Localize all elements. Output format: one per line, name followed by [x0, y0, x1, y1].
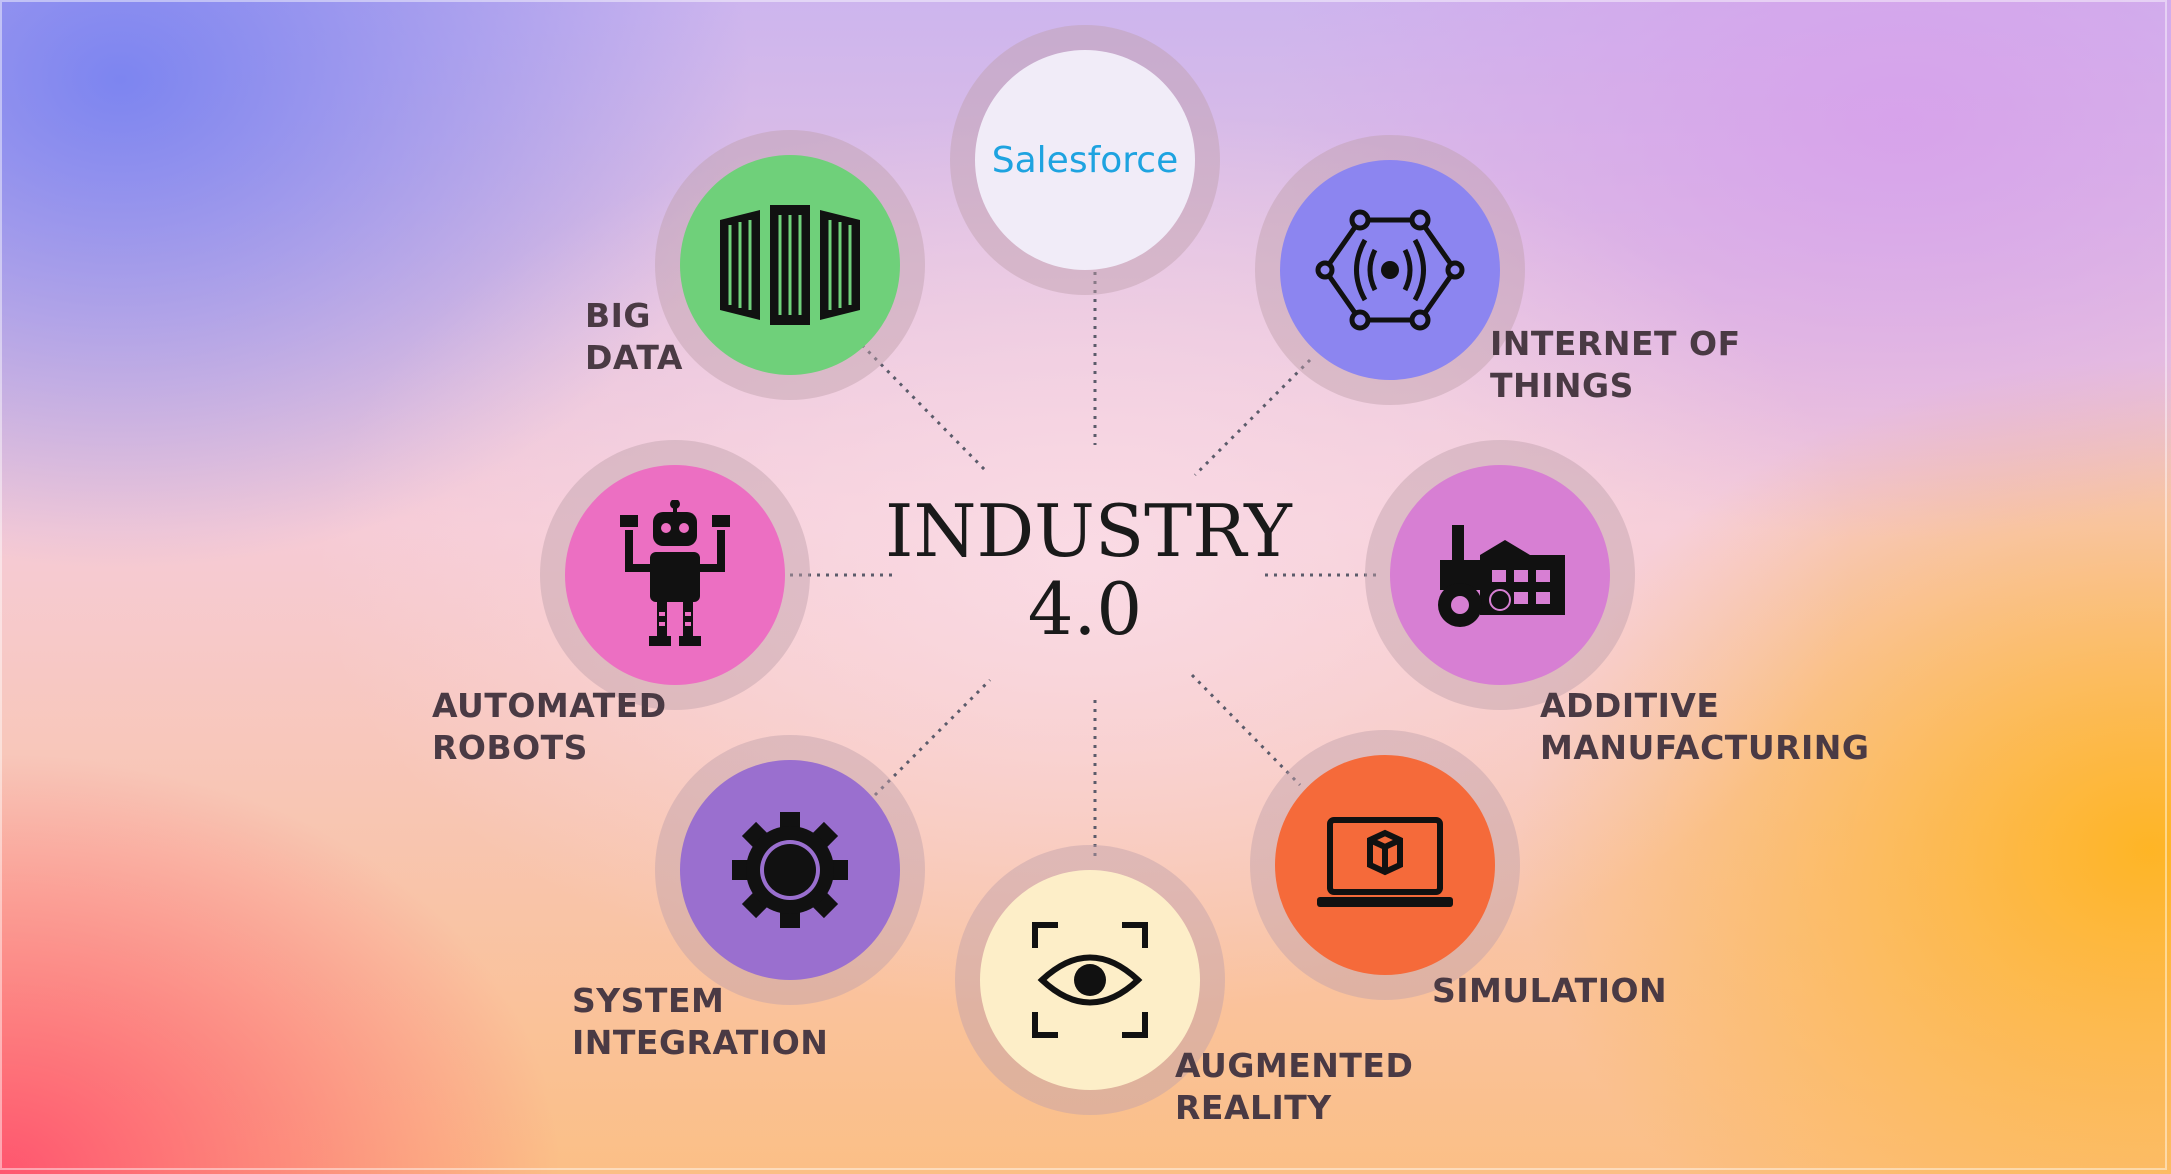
connector-simulation [1190, 673, 1302, 787]
connector-big-data [860, 343, 987, 472]
salesforce-hub[interactable]: Salesforce [950, 25, 1220, 295]
robot-icon [620, 500, 730, 646]
factory-gear-icon [1438, 525, 1565, 627]
simulation-hub-inner [1275, 755, 1495, 975]
salesforce-text: Salesforce [991, 139, 1179, 181]
automated-robots-hub[interactable] [540, 440, 810, 710]
additive-manufacturing-hub-inner [1390, 465, 1610, 685]
augmented-reality-hub[interactable] [955, 845, 1225, 1115]
salesforce-hub-inner: Salesforce [975, 50, 1195, 270]
server-rack-icon [720, 205, 860, 325]
additive-manufacturing-label: ADDITIVE MANUFACTURING [1540, 686, 1870, 767]
simulation-label: SIMULATION [1432, 971, 1668, 1010]
simulation-hub[interactable] [1250, 730, 1520, 1000]
system-integration-hub-inner [680, 760, 900, 980]
iot-label: INTERNET OF THINGS [1490, 324, 1741, 405]
center-title-line2: 4.0 [1027, 567, 1143, 651]
additive-manufacturing-hub[interactable] [1365, 440, 1635, 710]
si-gear-icon [732, 812, 848, 928]
system-integration-hub[interactable] [655, 735, 925, 1005]
automated-robots-hub-inner [565, 465, 785, 685]
big-data-label: BIG DATA [585, 296, 683, 377]
big-data-hub-inner [680, 155, 900, 375]
system-integration-label: SYSTEM INTEGRATION [572, 981, 829, 1062]
augmented-reality-hub-inner [980, 870, 1200, 1090]
iot-hub-inner [1280, 160, 1500, 380]
connector-iot [1193, 358, 1312, 477]
connector-system-integration [873, 678, 992, 797]
augmented-reality-label: AUGMENTED REALITY [1175, 1046, 1414, 1127]
center-title-line1: INDUSTRY [885, 489, 1292, 573]
laptop-cube-icon [1317, 817, 1453, 907]
eye-scan-icon [1032, 922, 1148, 1038]
automated-robots-label: AUTOMATED ROBOTS [432, 686, 667, 767]
iot-hub[interactable] [1255, 135, 1525, 405]
big-data-hub[interactable] [655, 130, 925, 400]
center-title: INDUSTRY 4.0 [885, 489, 1292, 651]
iot-network-icon [1315, 209, 1465, 331]
